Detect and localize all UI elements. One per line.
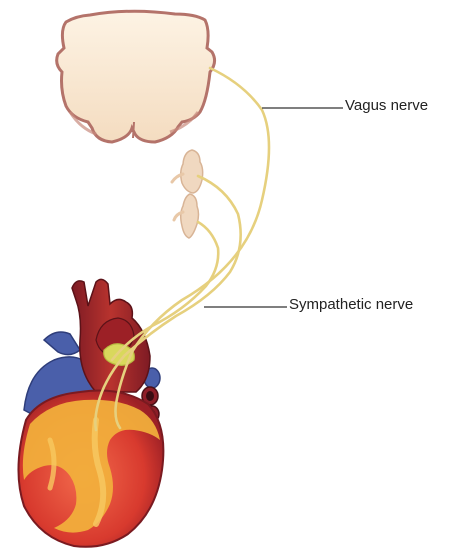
pulmonary-vein [44,332,80,355]
upper-ganglion [181,150,203,193]
spinal-cord-shape [57,11,215,142]
sympathetic-ganglion-chain [172,150,203,238]
vagus-nerve-label: Vagus nerve [345,97,428,114]
spinal-cord-dorsal-fissure [133,122,134,138]
heart-illustration [18,279,163,546]
spinal-cord-cross-section [57,11,215,142]
sympathetic-nerve-label: Sympathetic nerve [289,296,413,313]
lower-ganglion [181,194,199,238]
